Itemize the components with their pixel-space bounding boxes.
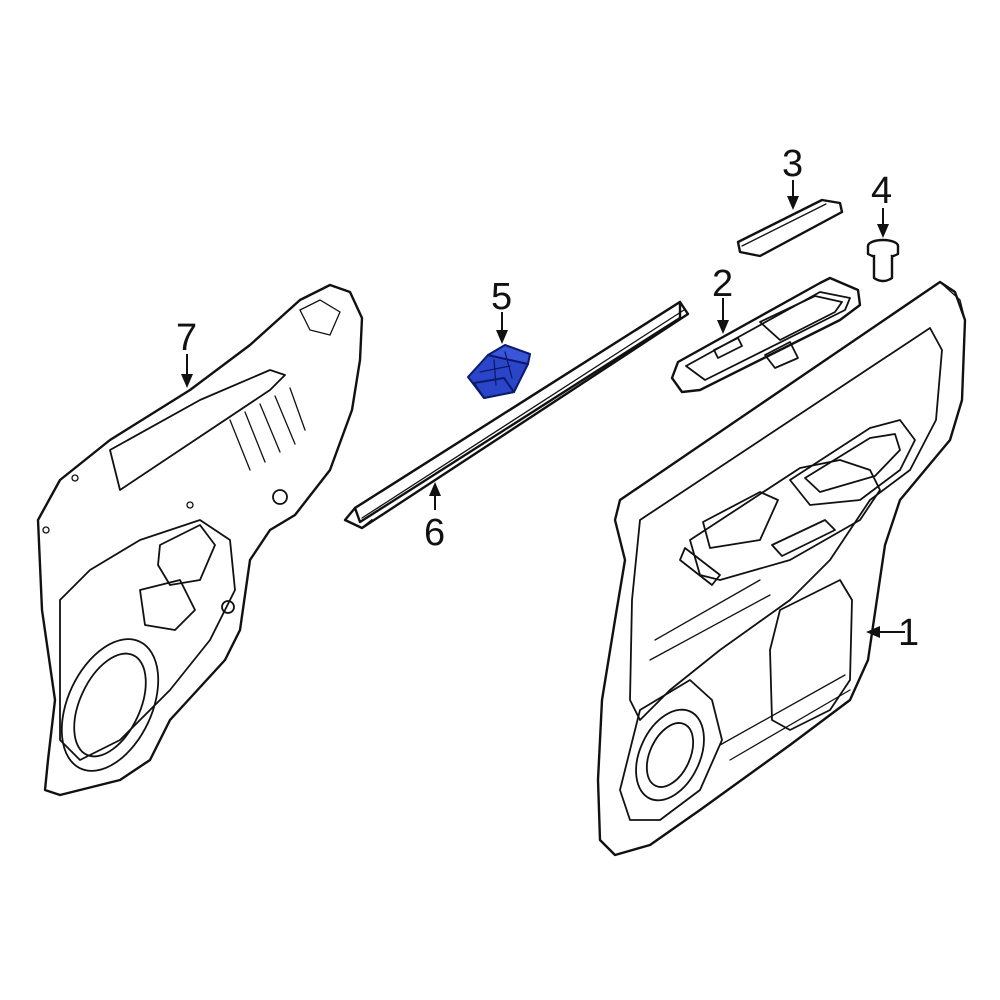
part-5-switch-clip[interactable]	[467, 344, 531, 399]
part-6-belt-molding[interactable]	[343, 300, 690, 530]
callout-labels: 1 2 3 4 5 6 7	[176, 143, 919, 654]
part-2-switch-bezel[interactable]	[670, 276, 862, 394]
part-4-fastener[interactable]	[866, 238, 900, 283]
leader-lines	[181, 180, 905, 638]
part-1-door-trim-panel[interactable]	[596, 280, 967, 857]
callout-4: 4	[871, 170, 892, 212]
callout-1: 1	[898, 612, 919, 654]
callout-7: 7	[176, 317, 197, 359]
part-7-inner-panel[interactable]	[36, 283, 364, 797]
part-3-trim-pad[interactable]	[736, 198, 844, 258]
callout-3: 3	[782, 143, 803, 185]
callout-2: 2	[712, 263, 733, 305]
callout-6: 6	[424, 512, 445, 554]
callout-5: 5	[491, 276, 512, 318]
